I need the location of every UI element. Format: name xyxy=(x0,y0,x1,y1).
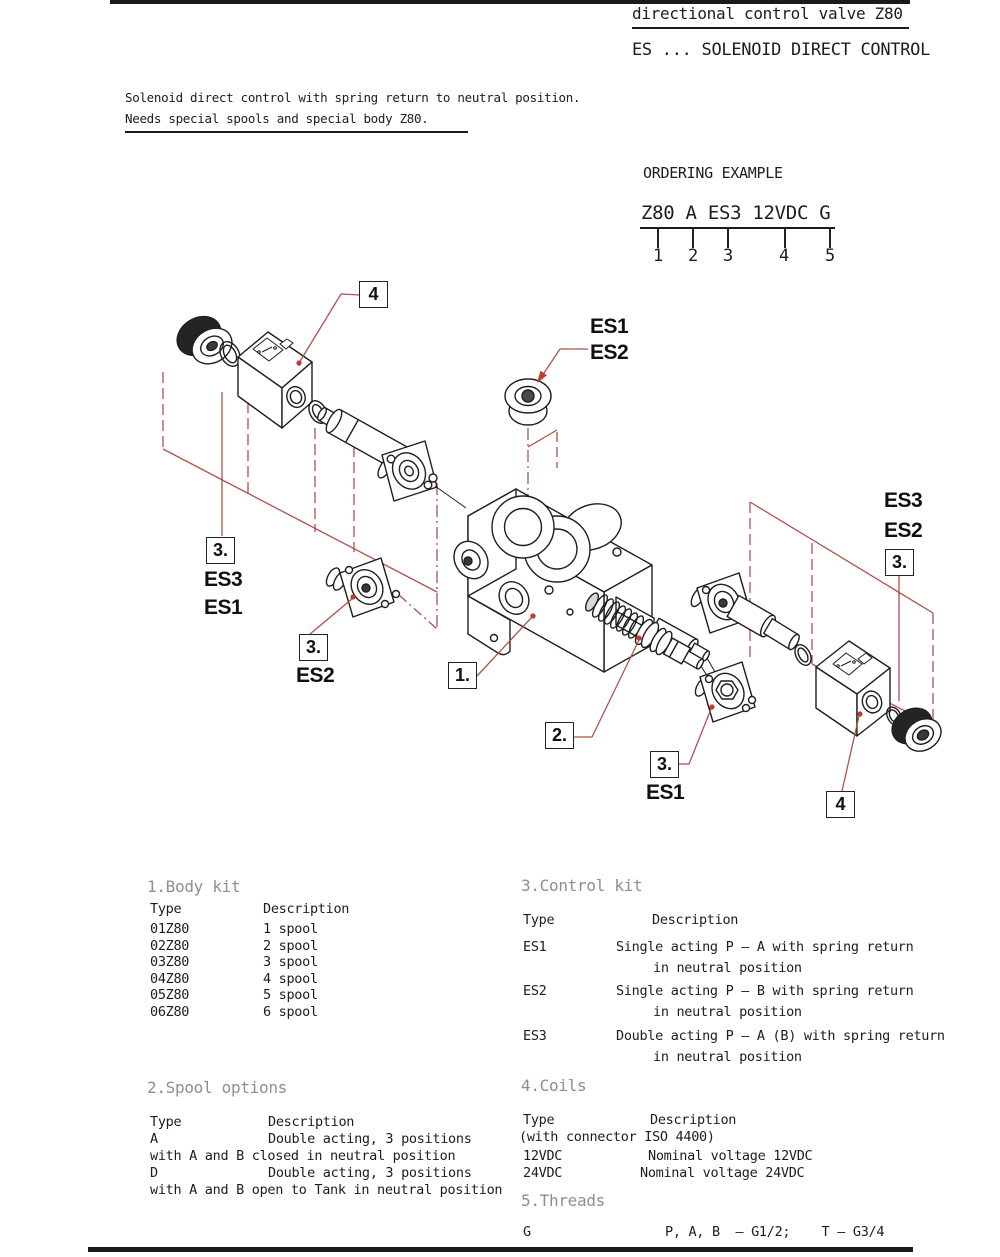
table-cell: 2 spool xyxy=(263,938,318,954)
table-cell: 05Z80 xyxy=(150,987,190,1003)
body-kit-type-header: Type xyxy=(150,901,182,917)
tag-es1-left: ES1 xyxy=(204,596,243,619)
table-cell: 12VDC xyxy=(523,1148,563,1164)
tag-es1-top: ES1 xyxy=(590,315,629,338)
table-cell: with A and B open to Tank in neutral pos… xyxy=(150,1182,503,1198)
table-cell: Nominal voltage 24VDC xyxy=(640,1165,805,1181)
ordering-underline xyxy=(640,227,835,229)
callout-box-3-right: 3. xyxy=(885,549,914,576)
table-cell: ES3 xyxy=(523,1028,547,1044)
intro-line-2: Needs special spools and special body Z8… xyxy=(125,111,429,126)
table-cell: in neutral position xyxy=(653,1049,802,1065)
table-cell: A xyxy=(150,1131,158,1147)
table-cell: 04Z80 xyxy=(150,971,190,987)
callout-box-4-left: 4 xyxy=(359,281,388,308)
ordering-tick-4 xyxy=(784,229,786,248)
control-kit-title: 3.Control kit xyxy=(521,876,643,895)
coils-note: (with connector ISO 4400) xyxy=(519,1129,715,1145)
body-kit-title: 1.Body kit xyxy=(147,877,241,896)
table-cell: in neutral position xyxy=(653,960,802,976)
callout-box-3-mid: 3. xyxy=(299,634,328,661)
table-cell: with A and B closed in neutral position xyxy=(150,1148,456,1164)
table-cell: Nominal voltage 12VDC xyxy=(648,1148,813,1164)
spool-type-header: Type xyxy=(150,1114,182,1130)
table-cell: ES1 xyxy=(523,939,547,955)
control-kit-type-header: Type xyxy=(523,912,555,928)
table-cell: Double acting P – A (B) with spring retu… xyxy=(616,1028,945,1044)
tag-es2-right: ES2 xyxy=(884,519,923,542)
ordering-heading: ORDERING EXAMPLE xyxy=(643,164,783,182)
ordering-pos-1: 1 xyxy=(653,246,663,266)
tag-es2-top: ES2 xyxy=(590,341,629,364)
ordering-pos-3: 3 xyxy=(723,246,733,266)
callout-box-2: 2. xyxy=(545,722,574,749)
threads-title: 5.Threads xyxy=(521,1191,605,1210)
ordering-tick-5 xyxy=(829,229,831,248)
table-cell: 5 spool xyxy=(263,987,318,1003)
table-cell: 03Z80 xyxy=(150,954,190,970)
coils-title: 4.Coils xyxy=(521,1076,587,1095)
spool-desc-header: Description xyxy=(268,1114,355,1130)
table-cell: P, A, B – G1/2; T – G3/4 xyxy=(665,1224,885,1240)
table-cell: ES2 xyxy=(523,983,547,999)
coils-desc-header: Description xyxy=(650,1112,737,1128)
coils-type-header: Type xyxy=(523,1112,555,1128)
table-cell: 1 spool xyxy=(263,921,318,937)
table-cell: 06Z80 xyxy=(150,1004,190,1020)
tag-es3-right: ES3 xyxy=(884,489,923,512)
callout-box-1: 1. xyxy=(448,662,477,689)
spool-options-title: 2.Spool options xyxy=(147,1078,287,1097)
title-underline xyxy=(632,27,909,29)
table-cell: D xyxy=(150,1165,158,1181)
tag-es3-left: ES3 xyxy=(204,568,243,591)
table-cell: G xyxy=(523,1224,531,1240)
ordering-tick-3 xyxy=(727,229,729,248)
tag-es2-mid: ES2 xyxy=(296,664,335,687)
ordering-pos-4: 4 xyxy=(779,246,789,266)
ordering-pos-5: 5 xyxy=(825,246,835,266)
bottom-rule xyxy=(88,1247,913,1252)
callout-box-3-bottom: 3. xyxy=(650,751,679,778)
ordering-code: Z80 A ES3 12VDC G xyxy=(641,202,831,224)
table-cell: 3 spool xyxy=(263,954,318,970)
callout-box-3-left: 3. xyxy=(206,537,235,564)
table-cell: Double acting, 3 positions xyxy=(268,1165,472,1181)
table-cell: 4 spool xyxy=(263,971,318,987)
intro-line-1: Solenoid direct control with spring retu… xyxy=(125,90,581,105)
table-cell: Single acting P – A with spring return xyxy=(616,939,914,955)
table-cell: Single acting P – B with spring return xyxy=(616,983,914,999)
page-subtitle: ES ... SOLENOID DIRECT CONTROL xyxy=(632,40,931,60)
table-cell: 6 spool xyxy=(263,1004,318,1020)
ordering-tick-2 xyxy=(692,229,694,248)
ordering-tick-1 xyxy=(657,229,659,248)
table-cell: in neutral position xyxy=(653,1004,802,1020)
tag-es1-bottom: ES1 xyxy=(646,781,685,804)
table-cell: 01Z80 xyxy=(150,921,190,937)
control-kit-desc-header: Description xyxy=(652,912,739,928)
intro-underline xyxy=(125,131,468,133)
page-title: directional control valve Z80 xyxy=(632,4,903,23)
top-rule xyxy=(110,0,910,4)
body-kit-desc-header: Description xyxy=(263,901,350,917)
table-cell: 02Z80 xyxy=(150,938,190,954)
table-cell: Double acting, 3 positions xyxy=(268,1131,472,1147)
ordering-pos-2: 2 xyxy=(688,246,698,266)
callout-box-4-right: 4 xyxy=(826,791,855,818)
table-cell: 24VDC xyxy=(523,1165,563,1181)
